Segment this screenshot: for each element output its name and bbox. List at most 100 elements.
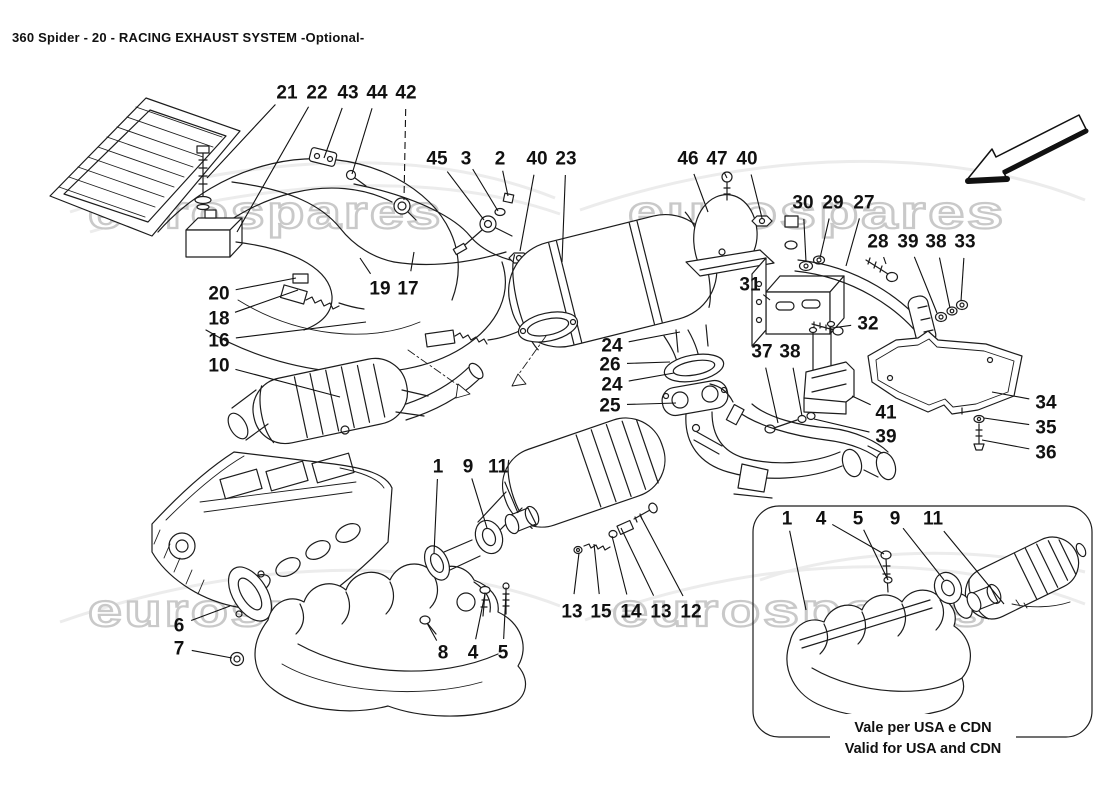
callout-leader-9 bbox=[471, 478, 488, 529]
callout-6: 6 bbox=[174, 616, 185, 637]
callout-leader-40 bbox=[519, 174, 535, 252]
fasteners-13-15-14-12 bbox=[573, 502, 658, 555]
callout-47: 47 bbox=[706, 149, 727, 170]
bolt-28-part bbox=[865, 257, 899, 283]
callout-leader-13 bbox=[620, 527, 655, 596]
callout-39: 39 bbox=[897, 232, 918, 253]
page-title: 360 Spider - 20 - RACING EXHAUST SYSTEM … bbox=[12, 30, 365, 45]
callout-24: 24 bbox=[601, 375, 623, 396]
callout-leader-14 bbox=[611, 535, 628, 595]
callout-leader-5 bbox=[503, 591, 507, 640]
callout-20: 20 bbox=[208, 284, 229, 305]
callout-leader-41 bbox=[851, 395, 871, 406]
callout-leader-24 bbox=[628, 372, 675, 382]
callout-11: 11 bbox=[923, 509, 944, 530]
callout-leader-38 bbox=[792, 367, 803, 417]
callout-14: 14 bbox=[620, 602, 642, 623]
callout-leader-35 bbox=[983, 417, 1030, 426]
callout-19: 19 bbox=[369, 279, 390, 300]
callout-11: 11 bbox=[488, 457, 509, 478]
callout-30: 30 bbox=[792, 193, 813, 214]
bypass-valve-45 bbox=[452, 192, 515, 256]
callout-38: 38 bbox=[925, 232, 946, 253]
callout-17: 17 bbox=[397, 279, 418, 300]
callout-45: 45 bbox=[426, 149, 448, 170]
inset-donut-9 bbox=[933, 571, 963, 605]
callout-33: 33 bbox=[954, 232, 975, 253]
callout-leader-29 bbox=[819, 218, 830, 259]
nut-40-right-part bbox=[751, 215, 773, 227]
inset-sleeve-11 bbox=[966, 583, 1002, 613]
nut-7-part bbox=[229, 651, 245, 667]
inset-caption-english: Valid for USA and CDN bbox=[845, 741, 1002, 757]
callout-leader-15 bbox=[593, 543, 600, 595]
bolt-21-part bbox=[194, 145, 212, 211]
callout-32: 32 bbox=[857, 314, 878, 335]
callout-leader-38 bbox=[938, 257, 951, 309]
callout-leader-19 bbox=[359, 257, 372, 275]
callout-3: 3 bbox=[461, 149, 472, 170]
callout-7: 7 bbox=[174, 639, 185, 660]
diagram-sketch: Vale per USA e CDN Valid for USA and CDN bbox=[49, 97, 1093, 764]
cat-outlet-pipe bbox=[399, 362, 484, 421]
callout-8: 8 bbox=[438, 643, 449, 664]
callout-9: 9 bbox=[890, 509, 901, 530]
bolt-4-part bbox=[479, 585, 491, 617]
callout-leader-39 bbox=[913, 256, 938, 314]
fasteners-30-29 bbox=[784, 215, 826, 272]
callout-39: 39 bbox=[875, 427, 896, 448]
clip-44-part bbox=[345, 169, 367, 187]
center-silencer-assembly bbox=[423, 417, 666, 581]
callout-43: 43 bbox=[337, 83, 358, 104]
exhaust-manifold-left bbox=[254, 563, 527, 717]
callout-1: 1 bbox=[433, 457, 444, 478]
callout-leader-32 bbox=[831, 324, 852, 329]
gasket-24-upper bbox=[517, 311, 579, 343]
callout-leader-34 bbox=[991, 391, 1030, 400]
callout-leader-46 bbox=[693, 173, 709, 213]
callout-leader-2 bbox=[502, 170, 509, 197]
bracket-41-assembly bbox=[803, 320, 855, 415]
callout-leader-45 bbox=[446, 171, 485, 221]
callout-34: 34 bbox=[1035, 393, 1057, 414]
callout-leader-24 bbox=[628, 331, 681, 343]
callout-leader-3 bbox=[472, 168, 499, 212]
callout-leader-1 bbox=[789, 530, 807, 611]
callout-leader-7 bbox=[191, 649, 233, 659]
callout-18: 18 bbox=[208, 309, 229, 330]
callout-leader-6 bbox=[190, 605, 231, 621]
callout-23: 23 bbox=[555, 149, 576, 170]
callout-28: 28 bbox=[867, 232, 888, 253]
inset-caption-bg bbox=[830, 714, 1016, 764]
callout-27: 27 bbox=[853, 193, 874, 214]
wiring-harness bbox=[231, 181, 567, 331]
catalytic-converter-10 bbox=[227, 357, 429, 445]
callout-leader-42 bbox=[403, 108, 407, 201]
callout-35: 35 bbox=[1035, 418, 1057, 439]
callout-5: 5 bbox=[853, 509, 864, 530]
cylinder-head bbox=[151, 451, 393, 619]
callout-leader-10 bbox=[235, 368, 341, 398]
callout-leader-12 bbox=[639, 514, 684, 597]
studs-26-part bbox=[675, 324, 709, 353]
callout-15: 15 bbox=[590, 602, 612, 623]
callout-12: 12 bbox=[680, 602, 701, 623]
callout-leader-11 bbox=[504, 481, 519, 514]
callout-leader-13 bbox=[573, 552, 580, 595]
inset-manifold bbox=[786, 589, 971, 719]
callout-9: 9 bbox=[463, 457, 474, 478]
washer-35-bolt-36 bbox=[973, 414, 985, 451]
callout-4: 4 bbox=[468, 643, 479, 664]
callout-leader-1 bbox=[433, 478, 438, 555]
callout-24: 24 bbox=[601, 336, 623, 357]
callout-leader-25 bbox=[626, 402, 677, 406]
callout-2: 2 bbox=[495, 149, 506, 170]
callout-leader-4 bbox=[475, 593, 486, 640]
callout-leader-20 bbox=[235, 277, 297, 291]
callout-leader-27 bbox=[845, 218, 860, 267]
y-pipe-assembly bbox=[685, 383, 897, 499]
callout-leader-4 bbox=[832, 523, 885, 555]
callout-leader-21 bbox=[206, 104, 276, 179]
mount-bracket-31 bbox=[751, 257, 845, 347]
